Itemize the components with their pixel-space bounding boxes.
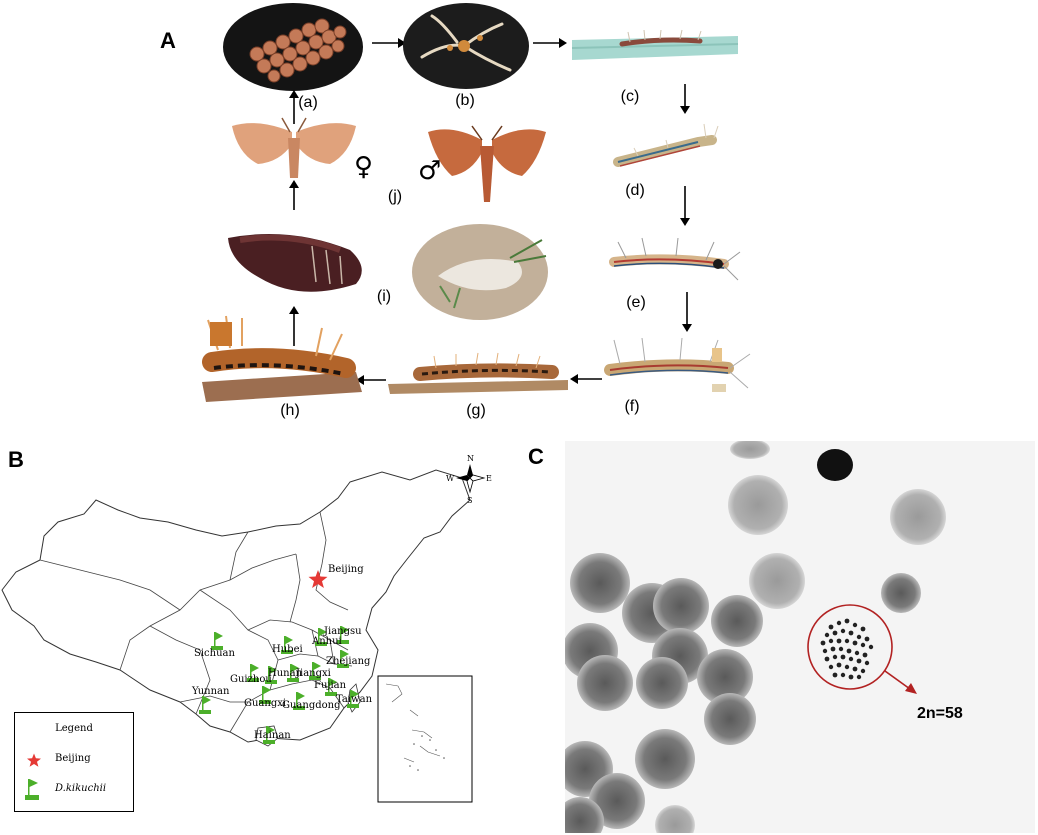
stage-label-b: (b) — [455, 92, 475, 109]
micrograph-cells — [565, 441, 946, 833]
male-symbol: ♂ — [418, 156, 442, 186]
panel-label-a: A — [160, 28, 176, 53]
south-china-sea-inset — [377, 675, 473, 803]
arrow-up-icon — [289, 180, 299, 210]
karyotype-arrow — [884, 670, 911, 690]
stage-label-d: (d) — [625, 182, 645, 199]
karyotype-highlight-circle — [807, 604, 893, 690]
arrow-right-icon — [533, 38, 567, 48]
map-label-guangxi: Guangxi — [244, 698, 286, 709]
arrow-left-icon — [570, 374, 602, 384]
stage-label-f: (f) — [624, 398, 640, 415]
photo-cocoon — [412, 224, 548, 320]
legend-title: Legend — [55, 723, 93, 734]
photo-mature-larva — [202, 315, 362, 402]
map-label-hainan: Hainan — [254, 730, 291, 741]
map-label-anhui: Anhui — [311, 636, 342, 647]
china-distribution-map: Beijing Sichuan Hubei Anhui Jiangsu Zhej… — [1, 454, 492, 803]
compass-north: N — [467, 454, 474, 463]
panel-label-b: B — [8, 447, 24, 472]
photo-larva-instar-3 — [609, 237, 741, 281]
karyotype-micrograph: 2n=58 — [565, 441, 1035, 833]
legend-star-icon — [27, 753, 41, 767]
map-label-beijing: Beijing — [328, 564, 364, 575]
stage-label-a: (a) — [298, 94, 318, 111]
panel-label-c: C — [528, 444, 544, 469]
arrow-up-icon — [289, 90, 299, 124]
stage-label-e: (e) — [626, 294, 646, 311]
map-label-fujian: Fujian — [314, 680, 347, 691]
karyotype-arrowhead-icon — [905, 683, 917, 694]
species-flags — [199, 626, 359, 744]
legend-flag-icon — [25, 779, 39, 800]
arrow-up-icon — [289, 306, 299, 346]
map-label-jiangxi: Jiangxi — [295, 668, 331, 679]
map-legend: Legend Beijing D.kikuchii — [14, 712, 134, 812]
photo-female-moth — [232, 117, 356, 178]
legend-species-label: D.kikuchii — [55, 783, 107, 794]
photo-male-moth — [428, 125, 546, 202]
map-label-guangdong: Guangdong — [282, 700, 341, 711]
photo-larva-on-twig — [388, 352, 568, 394]
map-label-hubei: Hubei — [272, 644, 303, 655]
chromosome-spread — [820, 618, 874, 680]
photo-larva-instar-2 — [613, 123, 719, 167]
map-label-zhejiang: Zhejiang — [326, 656, 371, 667]
compass-east: E — [486, 474, 492, 483]
stage-label-c: (c) — [620, 88, 640, 105]
photo-larva-instar-4 — [604, 337, 751, 392]
photo-pupa — [228, 234, 362, 292]
map-label-jiangsu: Jiangsu — [323, 626, 362, 637]
photo-eggs — [223, 3, 363, 91]
arrow-down-icon — [682, 292, 692, 332]
map-label-sichuan: Sichuan — [194, 648, 235, 659]
photo-young-larvae — [403, 3, 529, 89]
compass-icon: N S E W — [446, 454, 492, 505]
stage-label-j: (j) — [387, 188, 403, 205]
map-label-taiwan: Taiwan — [336, 694, 373, 705]
beijing-star — [308, 570, 328, 588]
map-label-yunnan: Yunnan — [191, 686, 230, 697]
compass-south: S — [467, 496, 472, 505]
map-label-guizhou: Guizhou — [230, 674, 272, 685]
stage-label-g: (g) — [466, 402, 486, 419]
arrow-left-icon — [356, 375, 386, 385]
arrow-down-icon — [680, 84, 690, 114]
legend-capital-label: Beijing — [55, 753, 91, 764]
arrow-right-icon — [372, 38, 406, 48]
karyotype-count-label: 2n=58 — [917, 705, 963, 722]
arrow-down-icon — [680, 186, 690, 226]
map-label-hunan: Hunan — [268, 668, 303, 679]
photo-larva-instar-1 — [571, 29, 739, 60]
stage-label-h: (h) — [280, 402, 300, 419]
female-symbol: ♀ — [354, 152, 374, 182]
stage-label-i: (i) — [376, 288, 392, 305]
compass-west: W — [446, 474, 455, 483]
